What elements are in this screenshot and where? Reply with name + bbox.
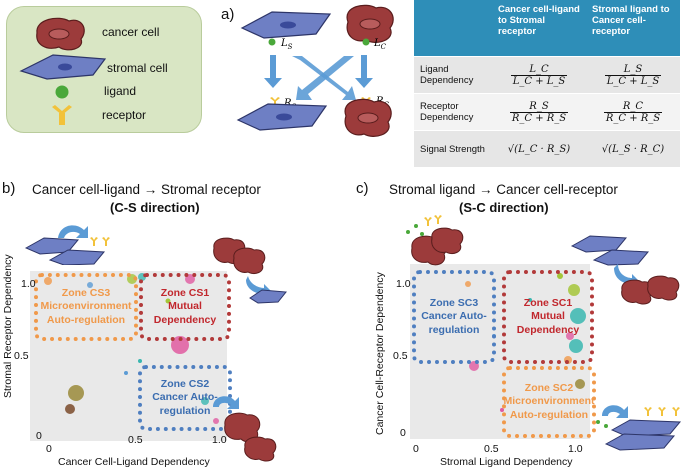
receptor-icon: [434, 215, 442, 224]
panel-b-plot-area: [30, 271, 227, 441]
curved-arrow-icon: [213, 396, 239, 409]
panel-c-stromal-group: [570, 235, 680, 305]
stromal-cell-icon: [610, 419, 682, 437]
dependency-table: Cancer cell-ligand to Stromal receptor S…: [414, 0, 680, 167]
zone-cs1: Zone CS1 Mutual Dependency: [139, 273, 231, 341]
panel-b-cancer-group-2: [213, 396, 277, 462]
cancer-cell-icon: [344, 98, 392, 137]
panel-c-cancer-group: [406, 215, 464, 266]
cross-arrow-icon: [296, 56, 354, 100]
tick-x-0: 0: [46, 443, 52, 455]
panel-b-title: Cancer cell-ligand → Stromal receptor: [32, 182, 261, 197]
zone-cs2: Zone CS2 Cancer Auto-regulation: [138, 365, 232, 431]
legend-icons: [19, 17, 107, 125]
ligand-icon: [362, 38, 370, 46]
cancer-cell-icon: [431, 227, 464, 255]
cancer-cell-icon: [647, 275, 680, 301]
down-arrow-icon: [264, 55, 282, 88]
cancer-cell-icon: [346, 4, 394, 43]
cancer-cell-icon: [244, 436, 277, 462]
panel-a-letter: a): [221, 6, 235, 23]
table-row-label: Ligand Dependency: [414, 56, 492, 94]
tick-y-0: 0: [36, 430, 42, 442]
stromal-cell-icon: [604, 433, 676, 451]
tick-y-05: 0.5: [393, 350, 408, 362]
table-row-label: Signal Strength: [414, 130, 492, 167]
stromal-cell-icon: [240, 11, 332, 39]
stromal-cell-icon: [19, 54, 107, 80]
legend-box: cancer cell stromal cell ligand receptor: [6, 6, 202, 133]
tick-x-05: 0.5: [484, 443, 499, 455]
panel-c-subtitle: (S-C direction): [459, 200, 549, 215]
legend-cancer-cell-label: cancer cell: [102, 25, 160, 39]
panel-c-xlabel: Stromal Ligand Dependency: [440, 456, 573, 468]
stromal-cell-icon: [236, 103, 328, 131]
ligand-stromal-label: LS: [280, 38, 293, 51]
receptor-icon: [672, 407, 680, 416]
panel-b-cancer-group: [213, 237, 287, 304]
panel-b-subtitle: (C-S direction): [110, 200, 200, 215]
panel-c-title: Stromal ligand → Cancer cell-receptor: [389, 182, 618, 197]
ligand-cancer-label: LC: [373, 38, 387, 51]
receptor-icon: [52, 105, 72, 125]
zone-sc1: Zone SC1 Mutual Dependency: [502, 270, 594, 364]
zone-cs3: Zone CS3 Microenvironment Auto-regulatio…: [34, 273, 138, 341]
stromal-cell-icon: [249, 289, 287, 304]
receptor-icon: [90, 237, 98, 246]
formula-cell: √(L_S · R_C): [586, 130, 680, 167]
table-header-empty: [414, 0, 492, 57]
stromal-cell-icon: [570, 235, 628, 253]
table-row-label: Receptor Dependency: [414, 93, 492, 131]
cancer-cell-icon: [36, 17, 85, 51]
zone-sc2: Zone SC2 Microenvironment Auto-regulatio…: [502, 366, 596, 438]
panel-b-xlabel: Cancer Cell-Ligand Dependency: [58, 456, 210, 468]
cancer-cell-icon: [233, 247, 266, 275]
receptor-icon: [270, 97, 280, 107]
receptor-icon: [424, 217, 432, 226]
table-header-cs: Cancer cell-ligand to Stromal receptor: [492, 0, 586, 57]
stromal-cell-icon: [592, 249, 650, 266]
panel-a-diagram: LS LC RS RC: [236, 4, 394, 137]
receptor-icon: [102, 237, 110, 246]
tick-y-1: 1.0: [396, 278, 411, 290]
tick-x-1: 1.0: [568, 443, 583, 455]
panel-b-stromal-group: [24, 225, 110, 265]
ligand-icon: [55, 85, 69, 99]
formula-cell: √(L_C · R_S): [492, 130, 586, 167]
curved-arrow-icon: [602, 405, 628, 418]
down-arrow-icon: [355, 55, 373, 88]
legend-stromal-cell-label: stromal cell: [107, 61, 168, 75]
tick-x-0: 0: [413, 443, 419, 455]
stromal-cell-icon: [48, 249, 106, 265]
panel-c-letter: c): [356, 180, 369, 197]
panel-c-ylabel: Cancer Cell-Receptor Dependency: [374, 272, 386, 435]
table-row: Signal Strength √(L_C · R_S) √(L_S · R_C…: [414, 130, 680, 167]
receptor-icon: [644, 407, 652, 416]
curved-arrow-icon: [58, 225, 88, 238]
panel-b-ylabel: Stromal Receptor Dependency: [2, 254, 14, 398]
panel-c-plot-area: [410, 264, 590, 439]
legend-receptor-label: receptor: [102, 108, 147, 122]
tick-x-1: 1.0: [212, 434, 227, 446]
receptor-icon: [658, 407, 666, 416]
panel-c-stromal-group-2: [596, 405, 682, 451]
legend-ligand-label: ligand: [104, 84, 137, 98]
tick-y-1: 1.0: [21, 278, 36, 290]
zone-sc3: Zone SC3 Cancer Auto-regulation: [412, 270, 496, 364]
table-header-sc: Stromal ligand to Cancer cell-receptor: [586, 0, 680, 57]
tick-x-05: 0.5: [128, 434, 143, 446]
panel-b-letter: b): [2, 180, 16, 197]
stromal-cell-icon: [24, 237, 80, 255]
cancer-cell-icon: [621, 279, 654, 305]
cancer-cell-icon: [224, 412, 261, 443]
tick-y-0: 0: [400, 427, 406, 439]
ligand-icon: [268, 38, 276, 46]
tick-y-05: 0.5: [14, 350, 29, 362]
